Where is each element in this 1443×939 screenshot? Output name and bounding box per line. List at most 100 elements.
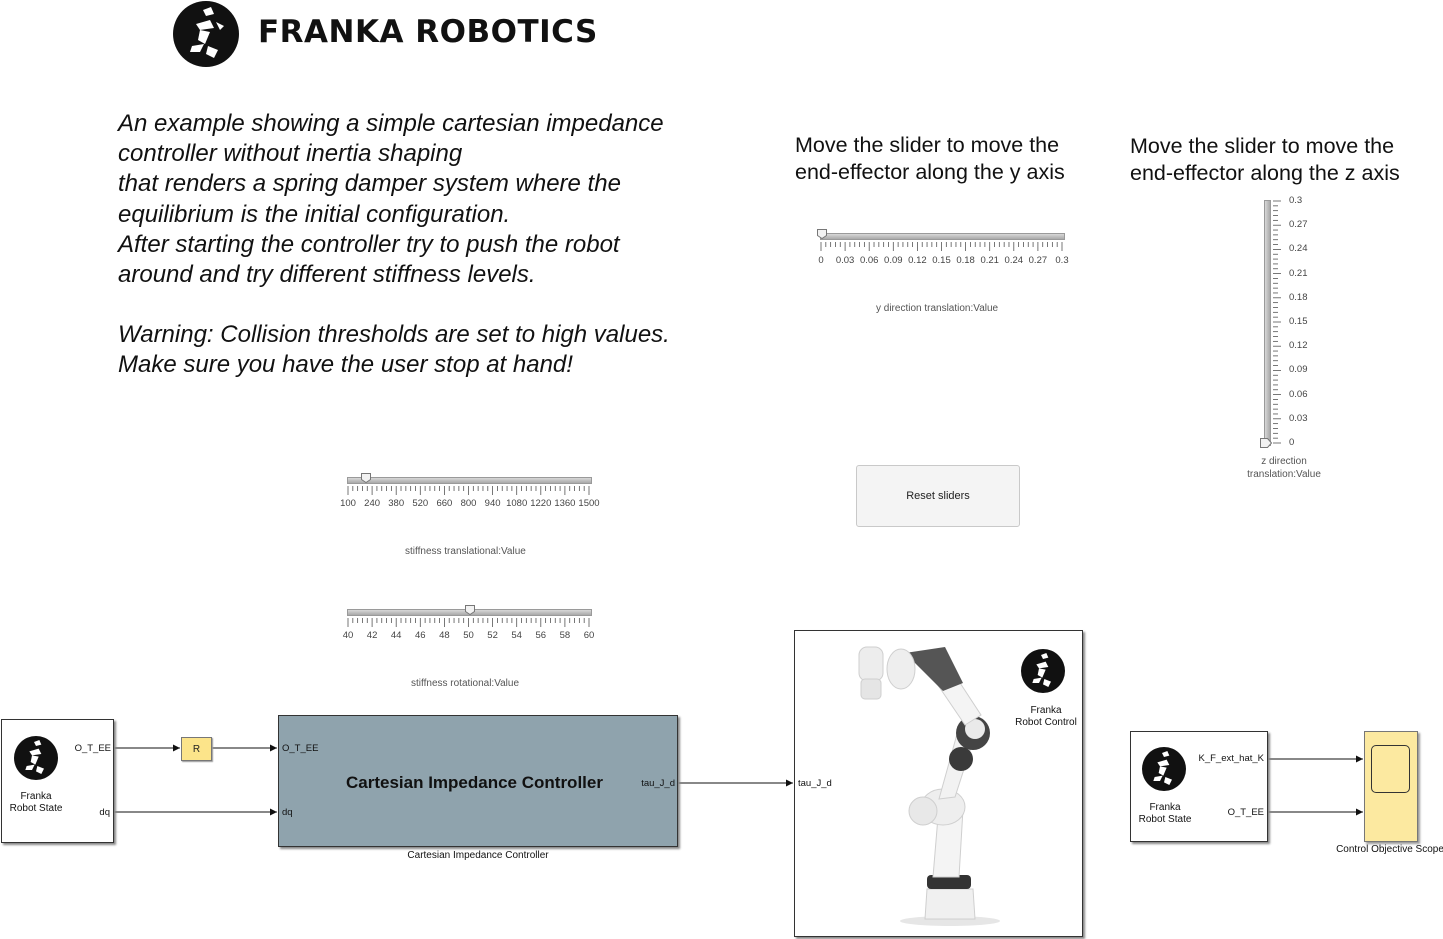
slider-tick-label: 0.21 — [1289, 267, 1308, 279]
block-name-line: Robot State — [1138, 814, 1192, 825]
y-direction-slider[interactable] — [817, 226, 1066, 262]
block-name-line: Franka — [1030, 705, 1062, 716]
franka-logo-icon — [1021, 649, 1065, 693]
y-slider-ticks — [820, 242, 1063, 251]
caption-line: translation:Value — [1247, 469, 1321, 480]
stiffness-rotational-caption: stiffness rotational:Value — [411, 678, 520, 689]
warning-line: Warning: Collision thresholds are set to… — [118, 321, 670, 349]
description-line: that renders a spring damper system wher… — [118, 170, 621, 198]
slider-tick-label: 48 — [439, 630, 450, 641]
instruction-line: Move the slider to move the — [1130, 134, 1395, 158]
port-label: O_T_EE — [1227, 807, 1264, 818]
instruction-line: Move the slider to move the — [795, 133, 1060, 157]
stiffness-rotational-ticks — [347, 618, 590, 627]
slider-tick-label: 0.27 — [1289, 219, 1308, 231]
slider-tick-label: 1360 — [554, 498, 576, 509]
scope-block-name: Control Objective Scope — [1336, 844, 1443, 855]
slider-tick-label: 0.12 — [1289, 340, 1308, 352]
controller-block-name: Cartesian Impedance Controller — [407, 850, 549, 861]
robot-arm-image — [858, 646, 1000, 926]
port-label: dq — [99, 807, 110, 818]
slider-tick-label: 0.3 — [1055, 255, 1069, 266]
controller-title: Cartesian Impedance Controller — [346, 773, 603, 792]
block-name: Franka Robot State — [2, 791, 70, 815]
reset-sliders-button[interactable]: Reset sliders — [856, 465, 1020, 527]
block-name-line: Robot Control — [1015, 717, 1077, 728]
port-label: O_T_EE — [74, 743, 111, 754]
slider-tick-label: 60 — [583, 630, 595, 641]
z-slider-ticks — [1273, 200, 1281, 444]
port-label: K_F_ext_hat_K — [1198, 753, 1265, 764]
stiffness-translational-thumb[interactable] — [361, 473, 372, 483]
slider-tick-label: 0.15 — [932, 255, 951, 266]
port-label: O_T_EE — [282, 743, 319, 754]
slider-tick-label: 58 — [559, 630, 571, 641]
instruction-line: end-effector along the z axis — [1130, 160, 1400, 185]
robot-state-block[interactable]: Franka Robot State O_T_EE dq — [1, 719, 114, 843]
stiffness-translational-caption: stiffness translational:Value — [405, 546, 526, 557]
port-label: tau_J_d — [641, 778, 675, 789]
slider-tick-label: 0.24 — [1004, 255, 1024, 266]
slider-tick-label: 0 — [818, 255, 824, 266]
slider-tick-label: 800 — [460, 498, 477, 509]
slider-tick-label: 0.12 — [908, 255, 927, 266]
slider-tick-label: 1080 — [506, 498, 528, 509]
slider-tick-label: 0 — [1289, 437, 1295, 448]
stiffness-rotational-thumb[interactable] — [464, 605, 475, 615]
slider-tick-label: 1500 — [578, 498, 600, 509]
block-name-line: Robot State — [9, 803, 63, 814]
slider-tick-label: 520 — [412, 498, 429, 509]
description-line: around and try different stiffness level… — [118, 261, 536, 289]
slider-tick-label: 0.03 — [835, 255, 855, 266]
slider-tick-label: 44 — [390, 630, 402, 641]
logo-text: FRANKA ROBOTICS — [258, 14, 598, 50]
description-line: After starting the controller try to pus… — [118, 230, 620, 258]
slider-tick-label: 100 — [340, 498, 356, 509]
slider-tick-label: 46 — [415, 630, 426, 641]
y-slider-instruction: Move the slider to move the end-effector… — [795, 132, 1065, 185]
slider-tick-label: 380 — [388, 498, 405, 509]
slider-tick-label: 0.18 — [956, 255, 975, 266]
description-annotation: An example showing a simple cartesian im… — [118, 109, 718, 381]
z-slider-instruction: Move the slider to move the end-effector… — [1130, 133, 1400, 186]
block-name: Franka Robot Control — [1005, 705, 1082, 729]
stiffness-rotational-slider[interactable] — [347, 602, 593, 638]
slider-tick-label: 42 — [366, 630, 378, 641]
port-label: dq — [282, 807, 293, 818]
slider-tick-label: 660 — [436, 498, 453, 509]
slider-tick-label: 0.09 — [884, 255, 903, 266]
slider-tick-label: 56 — [535, 630, 547, 641]
block-name: Franka Robot State — [1131, 802, 1199, 826]
slider-tick-label: 0.03 — [1289, 412, 1308, 424]
scope-screen-icon — [1371, 745, 1410, 793]
instruction-line: end-effector along the y axis — [795, 159, 1065, 184]
slider-tick-label: 0.21 — [980, 255, 999, 266]
slider-tick-label: 50 — [463, 630, 474, 641]
stiffness-translational-track[interactable] — [347, 477, 592, 484]
rotation-gain-block[interactable]: R — [181, 737, 212, 761]
slider-tick-label: 240 — [364, 498, 381, 509]
port-label: tau_J_d — [798, 778, 832, 789]
z-slider-thumb[interactable] — [1260, 438, 1272, 448]
franka-logo-icon — [173, 1, 239, 67]
slider-tick-label: 0.3 — [1289, 195, 1303, 206]
description-line: An example showing a simple cartesian im… — [118, 110, 664, 137]
robot-state-block-2[interactable]: Franka Robot State K_F_ext_hat_K O_T_EE — [1130, 731, 1268, 842]
stiffness-translational-slider[interactable] — [347, 470, 593, 506]
slider-tick-label: 40 — [342, 630, 354, 641]
stiffness-translational-ticks — [347, 486, 590, 495]
caption-line: z direction — [1261, 456, 1307, 467]
slider-tick-label: 0.15 — [1289, 316, 1308, 327]
slider-tick-label: 0.18 — [1289, 291, 1308, 303]
y-slider-caption: y direction translation:Value — [876, 303, 999, 314]
robot-control-block[interactable]: tau_J_d Franka Robot Control — [794, 630, 1083, 937]
franka-logo-icon — [1142, 747, 1186, 791]
description-line: controller without inertia shaping — [118, 140, 463, 168]
cartesian-impedance-controller-block[interactable]: O_T_EE dq tau_J_d Cartesian Impedance Co… — [278, 715, 678, 847]
slider-tick-label: 940 — [484, 498, 501, 509]
z-direction-slider[interactable] — [1260, 200, 1286, 448]
y-slider-thumb[interactable] — [817, 229, 827, 239]
block-name-line: Franka — [1149, 802, 1181, 813]
slider-tick-label: 0.06 — [1289, 388, 1308, 400]
